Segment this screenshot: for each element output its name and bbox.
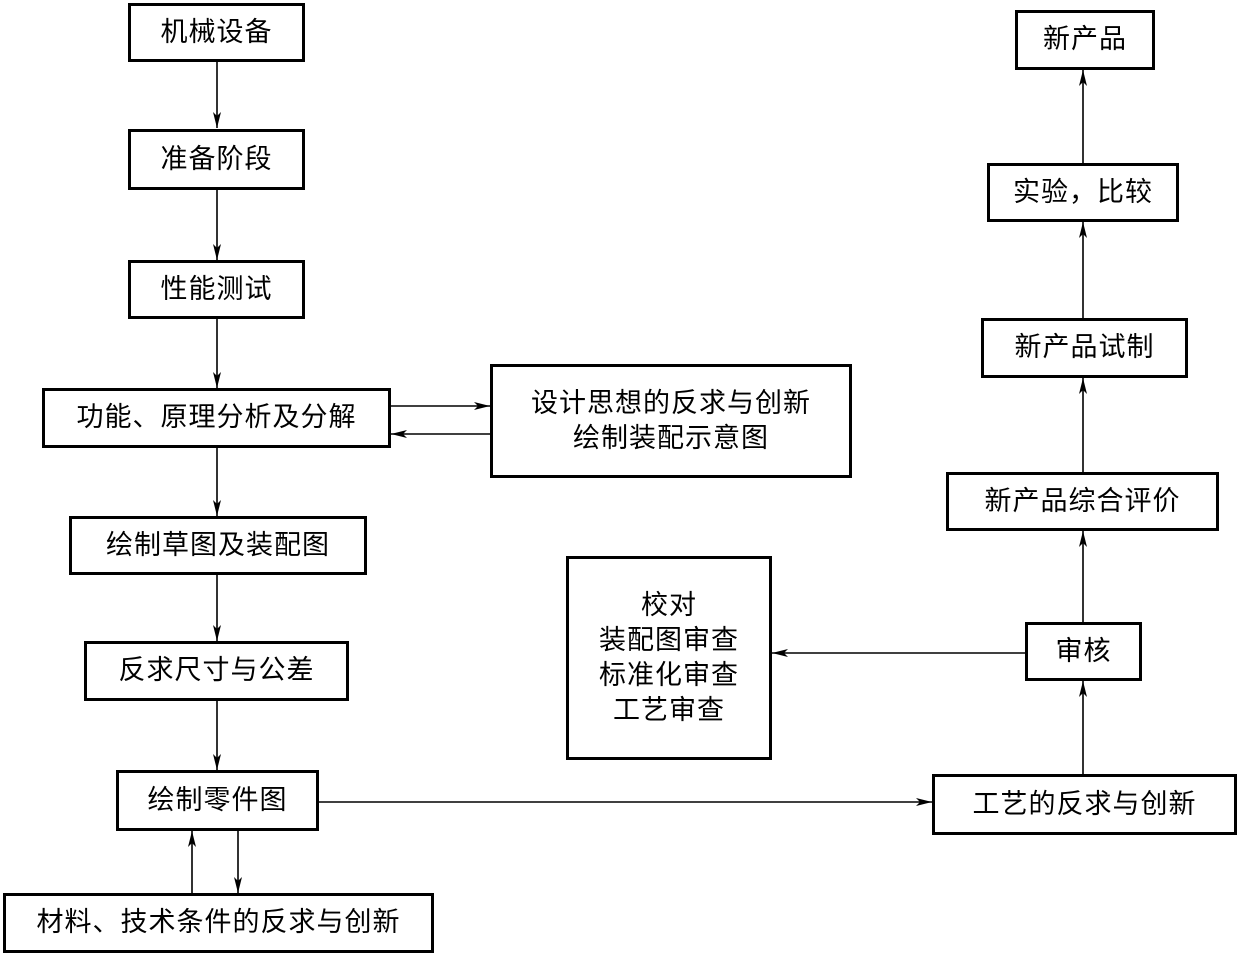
node-prep: 准备阶段	[128, 129, 305, 190]
node-perf-test: 性能测试	[128, 260, 305, 319]
node-process: 工艺的反求与创新	[932, 774, 1237, 835]
node-materials-label: 材料、技术条件的反求与创新	[36, 907, 401, 939]
node-materials: 材料、技术条件的反求与创新	[3, 893, 434, 953]
node-checks-line-2: 装配图审查	[599, 624, 739, 656]
node-new-product: 新产品	[1015, 10, 1155, 70]
node-process-label: 工艺的反求与创新	[972, 788, 1197, 820]
node-experiment-label: 实验，比较	[1013, 176, 1153, 208]
node-trial: 新产品试制	[981, 318, 1188, 378]
node-checks: 校对 装配图审查 标准化审查 工艺审查	[566, 556, 772, 760]
node-design-idea-line-2: 绘制装配示意图	[573, 423, 769, 454]
node-parts-label: 绘制零件图	[147, 784, 288, 816]
node-sketch-label: 绘制草图及装配图	[106, 529, 330, 561]
node-machine: 机械设备	[128, 3, 305, 62]
node-analysis-label: 功能、原理分析及分解	[76, 402, 357, 434]
node-evaluation-label: 新产品综合评价	[984, 485, 1181, 517]
node-sketch: 绘制草图及装配图	[69, 516, 367, 575]
node-experiment: 实验，比较	[987, 163, 1179, 222]
node-design-idea-line-1: 设计思想的反求与创新	[531, 387, 811, 419]
node-checks-line-4: 工艺审查	[613, 695, 725, 727]
node-parts: 绘制零件图	[116, 770, 319, 831]
node-review: 审核	[1025, 622, 1142, 681]
node-evaluation: 新产品综合评价	[946, 472, 1219, 531]
node-new-product-label: 新产品	[1043, 24, 1127, 56]
node-trial-label: 新产品试制	[1014, 332, 1155, 364]
node-dimensions: 反求尺寸与公差	[84, 641, 349, 701]
node-design-idea: 设计思想的反求与创新 绘制装配示意图	[490, 364, 852, 478]
node-prep-label: 准备阶段	[160, 143, 273, 175]
node-review-label: 审核	[1055, 635, 1112, 667]
node-checks-line-3: 标准化审查	[599, 660, 739, 691]
node-analysis: 功能、原理分析及分解	[42, 388, 391, 448]
node-machine-label: 机械设备	[160, 16, 273, 48]
node-perf-test-label: 性能测试	[160, 273, 273, 305]
node-dimensions-label: 反求尺寸与公差	[118, 655, 315, 687]
node-checks-line-1: 校对	[641, 589, 697, 621]
